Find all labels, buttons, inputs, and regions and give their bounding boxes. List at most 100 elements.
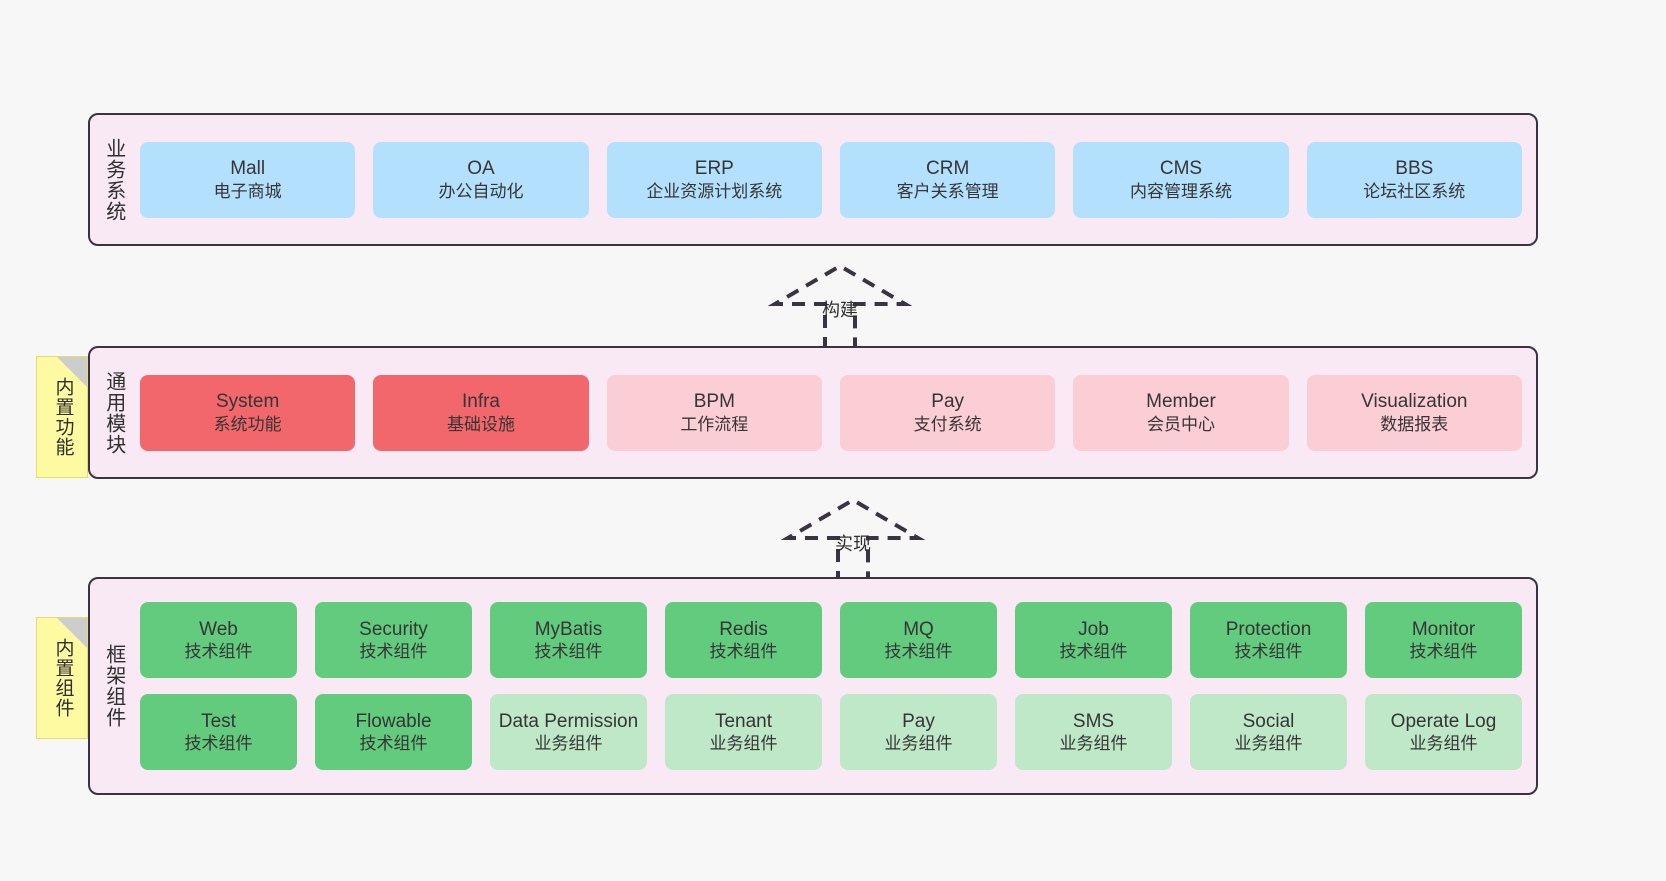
connector-build-label: 构建 [822,300,858,320]
note-builtin-component-label: 内置组件 [52,638,74,718]
cell-subtitle: 电子商城 [213,181,282,201]
cell-subtitle: 业务组件 [1059,734,1128,754]
cell-title: System [215,391,280,412]
cell-subtitle: 技术组件 [184,642,253,662]
cell-subtitle: 业务组件 [534,734,603,754]
implement-arrow-icon [780,497,926,584]
cell-title: BBS [1395,158,1434,179]
cell-title: Pay [931,391,965,412]
cell-title: Social [1242,710,1295,732]
cell-title: Data Permission [498,710,639,732]
connector-implement-label: 实现 [835,534,871,554]
cell-subtitle: 技术组件 [709,642,778,662]
cell-title: Visualization [1361,391,1468,412]
cell-subtitle: 客户关系管理 [896,181,999,201]
cell-subtitle: 业务组件 [709,734,778,754]
note-builtin-component: 内置组件 [36,617,88,739]
cell-subtitle: 内容管理系统 [1129,181,1232,201]
cell-subtitle: 技术组件 [1234,642,1303,662]
cell-subtitle: 技术组件 [1409,642,1478,662]
cell-title: Flowable [355,710,432,732]
cell-title: Mall [230,158,266,179]
cell-subtitle: 技术组件 [534,642,603,662]
cell-title: Member [1146,391,1216,412]
cell-subtitle: 企业资源计划系统 [646,181,783,201]
cell-subtitle: 支付系统 [913,414,982,434]
note-builtin-function-label: 内置功能 [52,377,74,457]
cell-subtitle: 系统功能 [213,414,282,434]
cell-title: CMS [1159,158,1203,179]
connector-implement: 实现 [768,492,938,592]
cell-title: MQ [903,618,934,640]
business-layer-title: 业务系统 [102,137,125,222]
cell-title: Web [199,618,238,640]
connector-build: 构建 [755,258,925,358]
cell-subtitle: 数据报表 [1380,414,1449,434]
cell-title: Infra [461,391,500,412]
cell-title: Pay [902,710,935,732]
cell-title: OA [467,158,495,179]
cell-subtitle: 技术组件 [184,734,253,754]
cell-subtitle: 技术组件 [359,734,428,754]
cell-title: Redis [719,618,768,640]
cell-subtitle: 技术组件 [359,642,428,662]
cell-title: Monitor [1411,618,1476,640]
cell-subtitle: 业务组件 [884,734,953,754]
cell-title: Test [201,710,236,732]
cell-title: BPM [693,391,735,412]
framework-layer-title: 框架组件 [102,644,125,728]
cell-subtitle: 业务组件 [1409,734,1478,754]
cell-subtitle: 业务组件 [1234,734,1303,754]
cell-subtitle: 基础设施 [446,414,515,434]
cell-title: Protection [1225,618,1312,640]
cell-subtitle: 技术组件 [884,642,953,662]
cell-title: ERP [694,158,734,179]
cell-title: Tenant [714,710,773,732]
cell-subtitle: 会员中心 [1146,414,1215,434]
cell-subtitle: 论坛社区系统 [1363,181,1466,201]
note-builtin-function: 内置功能 [36,356,88,478]
cell-title: Security [359,618,428,640]
cell-title: Operate Log [1390,710,1497,732]
build-arrow-icon [767,263,913,350]
cell-subtitle: 办公自动化 [438,181,524,201]
